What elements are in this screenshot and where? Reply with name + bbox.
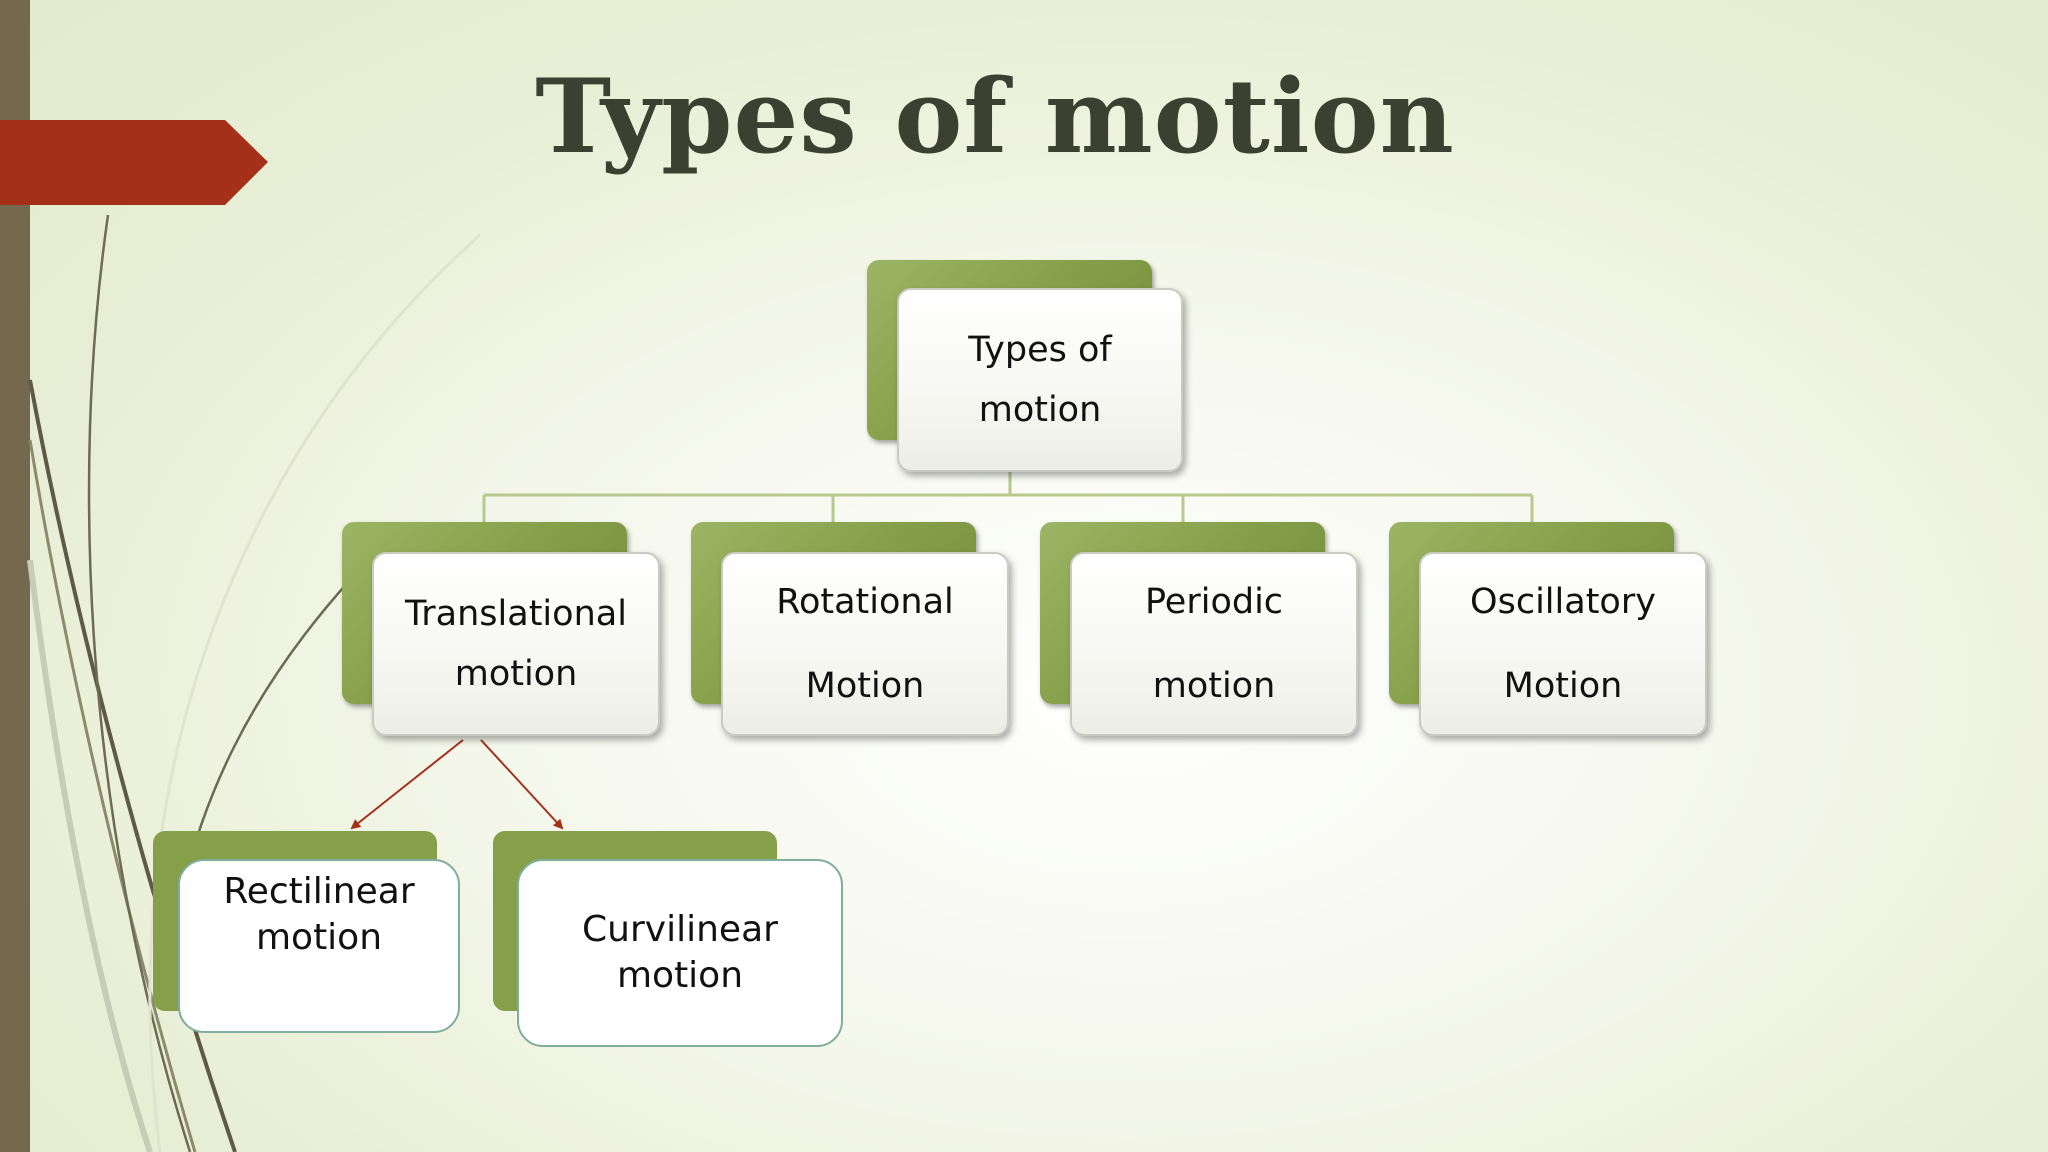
arrow-to-rectilinear bbox=[350, 739, 464, 830]
node-periodic-motion: Periodic motion bbox=[1040, 522, 1360, 736]
connector-lines bbox=[482, 470, 1534, 522]
node-label: motion bbox=[616, 955, 744, 996]
node-label: Oscillatory bbox=[1470, 582, 1656, 622]
title-banner-arrow bbox=[0, 120, 268, 205]
node-label: motion bbox=[1152, 666, 1276, 706]
decorative-curve bbox=[28, 439, 197, 1152]
node-label: Translational bbox=[405, 594, 627, 634]
arrow-to-curvilinear bbox=[480, 739, 564, 830]
decorative-curve bbox=[28, 379, 237, 1152]
node-label: Curvilinear bbox=[582, 909, 778, 950]
node-oscillatory-motion: Oscillatory Motion bbox=[1389, 522, 1709, 736]
node-rotational-motion: Rotational Motion bbox=[691, 522, 1011, 736]
node-label: Motion bbox=[805, 666, 925, 706]
node-curvilinear-motion: Curvilinear motion bbox=[493, 831, 845, 1047]
node-label: Types of bbox=[968, 330, 1112, 370]
node-label: motion bbox=[255, 917, 383, 958]
node-label: Rotational bbox=[776, 582, 954, 622]
slide-title: Types of motion bbox=[535, 57, 1455, 177]
node-label: Motion bbox=[1503, 666, 1623, 706]
node-label: motion bbox=[978, 390, 1102, 430]
node-label: motion bbox=[454, 654, 578, 694]
node-label: Periodic bbox=[1144, 582, 1284, 622]
node-rectilinear-motion: Rectilinear motion bbox=[153, 831, 465, 1037]
decorative-curve bbox=[148, 233, 481, 1152]
node-translational-motion: Translational motion bbox=[342, 522, 662, 736]
decorative-curve bbox=[27, 559, 153, 1152]
node-types-of-motion: Types of motion bbox=[867, 260, 1187, 472]
node-label: Rectilinear bbox=[223, 871, 415, 912]
